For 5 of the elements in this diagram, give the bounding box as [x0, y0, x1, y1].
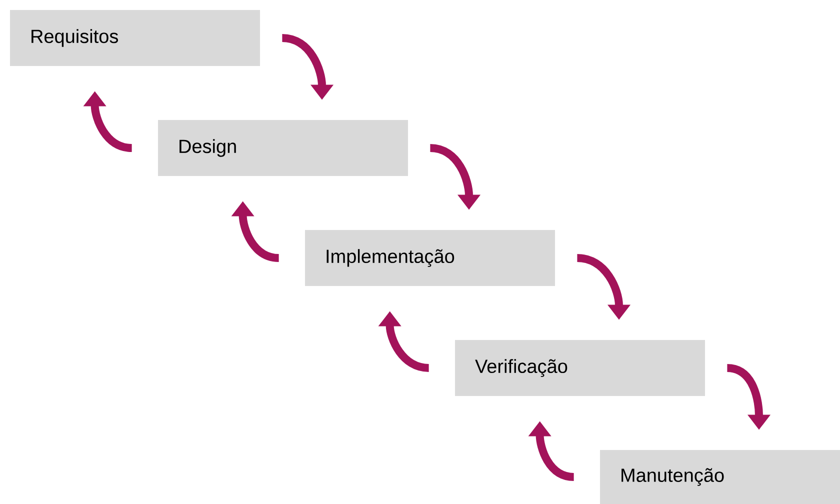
- process-box: Manutenção: [600, 450, 840, 504]
- process-box: Implementação: [305, 230, 555, 286]
- process-box: Design: [158, 120, 408, 176]
- process-box: Verificação: [455, 340, 705, 396]
- process-box: Requisitos: [10, 10, 260, 66]
